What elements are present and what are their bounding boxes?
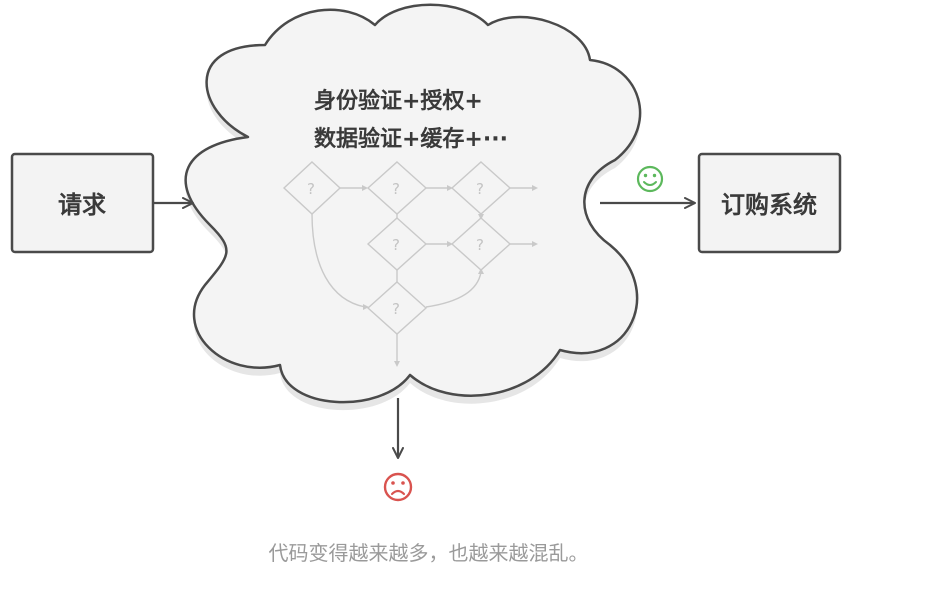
diagram-caption: 代码变得越来越多，也越来越混乱。 xyxy=(268,541,589,565)
cloud-text-line1: 身份验证+授权+ xyxy=(314,88,483,114)
order-system-box xyxy=(697,152,842,254)
decision-question-mark: ? xyxy=(392,236,400,254)
decision-question-mark: ? xyxy=(392,300,400,318)
decision-question-mark: ? xyxy=(307,180,315,198)
cloud-text-line2: 数据验证+缓存+··· xyxy=(314,126,508,152)
decision-question-mark: ? xyxy=(476,236,484,254)
code-cloud xyxy=(184,3,642,404)
flowchart-sketch: ? ? ? ? ? ? xyxy=(282,161,538,367)
decision-question-mark: ? xyxy=(392,180,400,198)
frowning-face-icon xyxy=(383,472,413,502)
order-system-label: 订购系统 xyxy=(721,191,817,219)
decision-question-mark: ? xyxy=(476,180,484,198)
request-label: 请求 xyxy=(58,191,106,219)
smiling-face-icon xyxy=(636,165,664,193)
